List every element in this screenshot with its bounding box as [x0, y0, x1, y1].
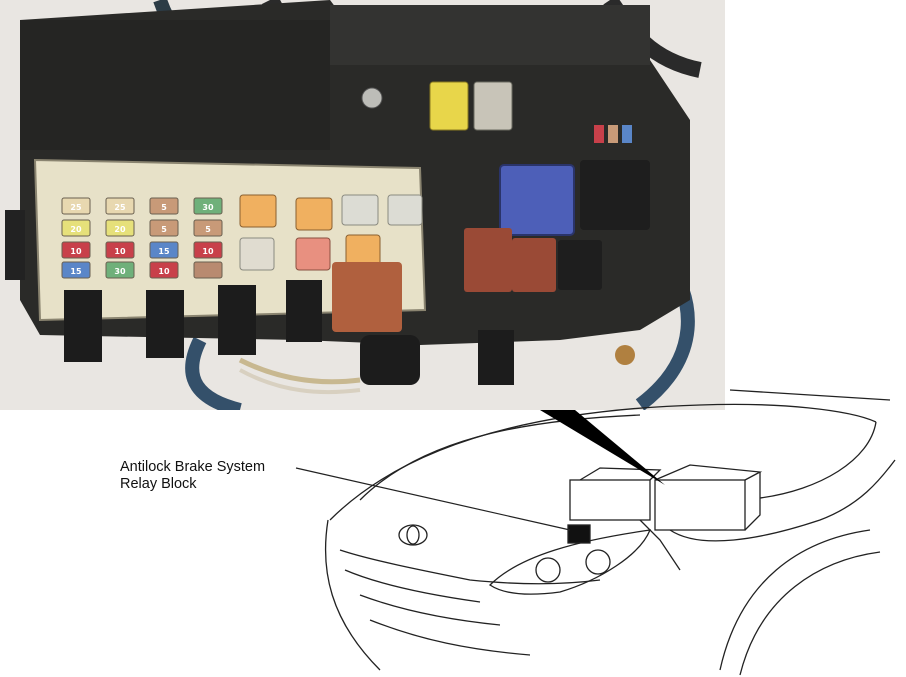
abs-relay-block — [567, 524, 591, 544]
fuse-rating-label: 25 — [114, 203, 126, 212]
blade-fuse — [149, 261, 179, 279]
housing-top — [330, 5, 650, 65]
blade-fuse — [149, 197, 179, 215]
connector-plug — [615, 345, 635, 365]
relay-block-outline — [654, 479, 746, 531]
headlight — [488, 529, 652, 595]
wire-harness — [239, 368, 361, 395]
fender-line — [759, 421, 877, 499]
grille-mid — [344, 569, 481, 603]
bottom-connectors — [64, 280, 514, 385]
wheel-arch — [719, 529, 871, 671]
relay-black — [580, 160, 650, 230]
bumper-left — [324, 519, 381, 671]
fuse-rating-label: 5 — [161, 203, 167, 212]
blade-fuse — [193, 197, 223, 215]
blade-fuse — [105, 241, 135, 259]
fuse-rating-label: 20 — [70, 225, 82, 234]
hood-line — [359, 414, 641, 501]
relay-blue — [499, 164, 575, 236]
fender-edge — [669, 459, 896, 542]
toyota-emblem-inner — [406, 525, 420, 545]
blade-fuse — [193, 219, 223, 237]
fuse-rating-label: 15 — [158, 247, 170, 256]
headlight-lens — [585, 549, 611, 575]
relay-black — [558, 240, 602, 290]
blade-fuse — [105, 261, 135, 279]
blade-fuse — [193, 241, 223, 259]
callout-line-2: Relay Block — [120, 476, 197, 492]
fuse-yellow — [429, 81, 469, 131]
relay-block-photo: 25 25 5 30 20 20 5 5 10 10 15 10 15 30 10 — [0, 0, 725, 410]
wire-harness — [185, 336, 242, 410]
fuse-rating-label: 30 — [202, 203, 214, 212]
fuse-rating-label: 10 — [114, 247, 126, 256]
engine-component — [569, 479, 651, 521]
bumper-line — [369, 619, 531, 656]
toyota-emblem — [398, 524, 428, 546]
blade-fuse — [61, 197, 91, 215]
hose-line — [639, 519, 681, 571]
fuse-rating-label: 20 — [114, 225, 126, 234]
blade-fuse — [149, 241, 179, 259]
bolt-terminal — [361, 87, 383, 109]
wheel-arch-inner — [739, 551, 881, 676]
headlight-lens — [535, 557, 561, 583]
mini-fuse — [594, 125, 604, 143]
fuse-rating-label: 30 — [114, 267, 126, 276]
grille-low — [359, 594, 501, 626]
mount-tab — [5, 210, 25, 280]
callout-line-1: Antilock Brake System — [120, 459, 266, 475]
fuse-rating-label: 5 — [205, 225, 211, 234]
blade-fuse — [193, 261, 223, 279]
fuse-rating-label: 10 — [70, 247, 82, 256]
fuse-rating-label: 25 — [70, 203, 82, 212]
housing-lid — [20, 20, 330, 150]
mini-fuse — [622, 125, 632, 143]
engine-component — [579, 467, 662, 481]
blade-fuse — [61, 261, 91, 279]
relay-block-side — [744, 472, 761, 531]
fuse-rating-label: 5 — [161, 225, 167, 234]
blade-fuse — [105, 219, 135, 237]
cowl-line — [729, 389, 891, 401]
relay-brown — [464, 228, 512, 292]
callout-label: Antilock Brake System Relay Block — [120, 459, 265, 493]
vehicle-location-diagram — [295, 389, 896, 676]
blade-fuse — [105, 197, 135, 215]
relay-large — [332, 262, 402, 332]
callout-leader-line — [295, 467, 571, 531]
fuse-rating-label: 10 — [158, 267, 170, 276]
blade-fuse — [61, 241, 91, 259]
fuse-rating-label: 10 — [202, 247, 214, 256]
fuse-rating-label: 15 — [70, 267, 82, 276]
relay-brown — [512, 238, 556, 292]
cartridge-fuses — [239, 194, 423, 271]
blade-fuse — [61, 219, 91, 237]
relay-block-top — [654, 464, 763, 481]
mini-fuse — [608, 125, 618, 143]
wire-harness — [238, 357, 361, 385]
grille-top — [339, 549, 601, 585]
pointer-wedge — [540, 410, 665, 485]
fuse-grid: 25 25 5 30 20 20 5 5 10 10 15 10 15 30 10 — [61, 197, 223, 279]
fuse-clear — [473, 81, 513, 131]
blade-fuse — [149, 219, 179, 237]
